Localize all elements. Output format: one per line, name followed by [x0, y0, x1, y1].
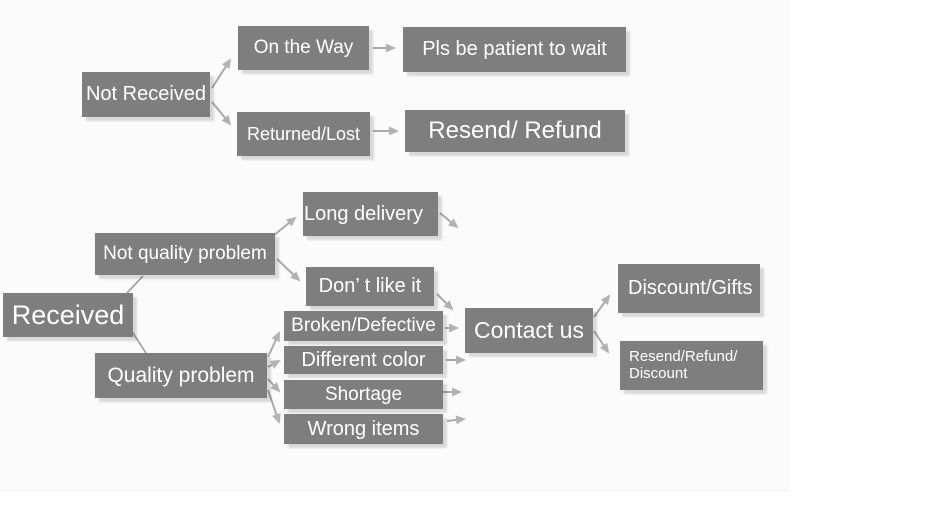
node-contact-us: Contact us: [465, 308, 593, 353]
node-received: Received: [3, 293, 133, 337]
node-broken-defective: Broken/Defective: [284, 311, 443, 341]
node-resend-refund: Resend/ Refund: [405, 110, 625, 152]
node-not-received: Not Received: [82, 72, 210, 117]
node-not-quality-problem: Not quality problem: [95, 233, 275, 275]
resend-refund-discount-line2: Discount: [629, 364, 688, 382]
node-wrong-items: Wrong items: [284, 414, 443, 444]
node-resend-refund-discount: Resend/Refund/ Discount: [620, 341, 763, 390]
node-discount-gifts: Discount/Gifts: [618, 264, 760, 313]
node-quality-problem: Quality problem: [95, 353, 267, 398]
node-returned-lost: Returned/Lost: [237, 112, 370, 156]
node-on-the-way: On the Way: [238, 26, 369, 70]
node-different-color: Different color: [284, 346, 443, 374]
node-shortage: Shortage: [284, 380, 443, 409]
node-pls-be-patient: Pls be patient to wait: [403, 27, 626, 72]
node-dont-like-it: Don’ t like it: [306, 267, 434, 306]
resend-refund-discount-line1: Resend/Refund/: [629, 347, 738, 365]
node-long-delivery: Long delivery: [303, 192, 438, 236]
